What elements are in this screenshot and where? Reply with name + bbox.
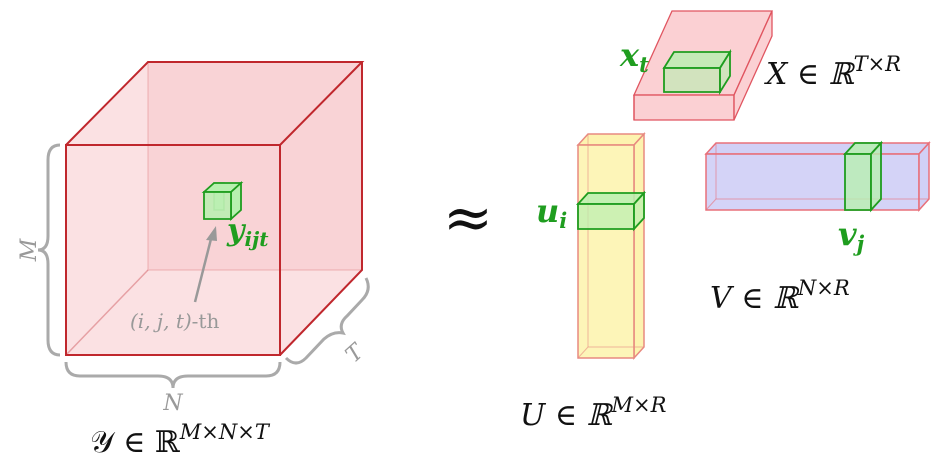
- factor-v-vector-label: vj: [838, 215, 865, 256]
- dim-label-n: N: [162, 391, 183, 416]
- index-note-math: (i, j, t): [130, 309, 192, 333]
- factor-u-vector-label: ui: [536, 192, 567, 233]
- factor-v-set-sup: N×R: [797, 276, 850, 300]
- approx-symbol: ≈: [443, 183, 493, 253]
- factor-u-bar: [578, 134, 644, 358]
- tensor-set-base: ∈ ℝ: [114, 425, 181, 460]
- factor-u-set-label: U ∈ ℝM×R: [520, 393, 667, 433]
- factor-x-set-sup: T×R: [854, 52, 902, 76]
- factor-u-set-base: U ∈ ℝ: [520, 398, 614, 433]
- factor-v-slice: [845, 143, 881, 210]
- factor-x-slice: [664, 52, 730, 92]
- index-note-suffix: -th: [192, 309, 220, 333]
- factor-u-vector-sub: i: [559, 208, 567, 233]
- factor-u-vector-base: u: [536, 192, 559, 230]
- factor-u-slice: [578, 193, 644, 229]
- factor-v-vector-base: v: [838, 215, 857, 253]
- index-note: (i, j, t)-th: [130, 309, 219, 333]
- factor-x-set-label: X ∈ ℝT×R: [764, 52, 901, 92]
- factor-x-set-base: X ∈ ℝ: [764, 57, 856, 92]
- factor-x-vector-base: x: [619, 36, 640, 74]
- tensor-set-label: 𝒴 ∈ ℝM×N×T: [90, 420, 271, 460]
- dim-label-m: M: [17, 238, 42, 262]
- factor-x-bar: [634, 11, 772, 120]
- dim-label-t: T: [341, 338, 370, 368]
- factor-x-vector-sub: t: [639, 52, 649, 77]
- factor-u-set-sup: M×R: [611, 393, 667, 417]
- factor-x-vector-label: xt: [619, 36, 649, 77]
- entry-label-sub: ijt: [244, 227, 269, 251]
- factor-v-bar: [706, 143, 929, 210]
- tensor-symbol: 𝒴: [90, 425, 116, 460]
- brace-n: [66, 362, 280, 388]
- factor-v-set-base: V ∈ ℝ: [710, 281, 800, 316]
- factor-v-set-label: V ∈ ℝN×R: [710, 276, 850, 316]
- tensor-set-sup: M×N×T: [179, 420, 271, 444]
